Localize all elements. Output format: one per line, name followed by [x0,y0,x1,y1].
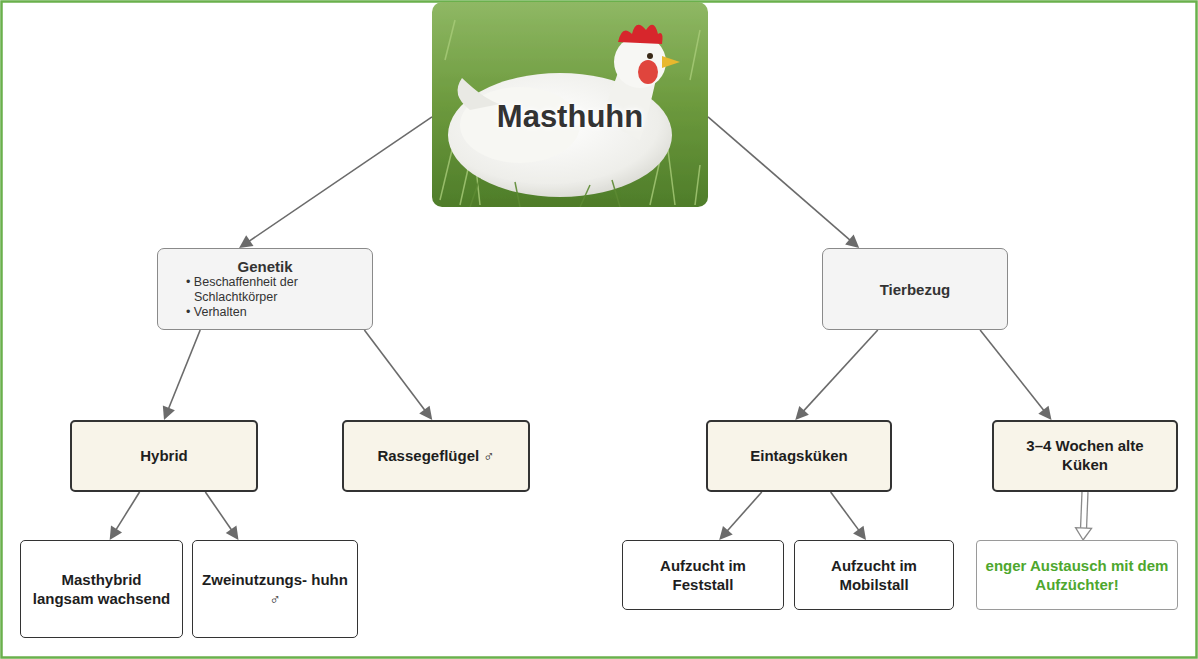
connector-arrow [719,492,762,540]
leaf-box: Zweinutzungs- huhn ♂ [192,540,358,638]
leaf-box: Masthybrid langsam wachsend [20,540,183,638]
connector-arrow [980,330,1051,420]
option-box: Rassegeflügel ♂ [342,420,530,492]
node-label: 3–4 Wochen alte Küken [1004,437,1166,475]
option-box: Hybrid [70,420,258,492]
connector-arrow [364,330,432,420]
node-label: Aufzucht im Feststall [631,556,775,595]
note-box: enger Austausch mit dem Aufzüchter! [976,540,1178,610]
connector-arrow [110,492,140,540]
node-label: Aufzucht im Mobilstall [803,556,945,595]
connector-arrow [239,117,432,248]
node-label: Masthuhn [497,99,643,135]
option-box: 3–4 Wochen alte Küken [992,420,1178,492]
connector-arrow [795,330,878,420]
node-label: Zweinutzungs- huhn ♂ [201,570,349,609]
connector-arrow [1076,492,1092,540]
node-label: Genetik [237,258,292,275]
node-label: Hybrid [140,447,188,466]
node-label: Eintagsküken [750,447,848,466]
bullet-item: • Beschaffenheit der Schlachtkörper [168,275,362,305]
connector-arrow [205,492,238,540]
node-label: Rassegeflügel ♂ [377,447,494,466]
connector-arrow [163,330,200,420]
category-box: Tierbezug [822,248,1008,330]
leaf-box: Aufzucht im Feststall [622,540,784,610]
connector-arrow [708,117,859,248]
node-label: Tierbezug [880,281,951,298]
category-box: Genetik• Beschaffenheit der Schlachtkörp… [157,248,373,330]
photo-box: Masthuhn [432,2,708,207]
leaf-box: Aufzucht im Mobilstall [794,540,954,610]
node-label: Masthybrid langsam wachsend [29,570,174,609]
connector-arrow [831,492,866,540]
bullet-item: • Verhalten [168,305,362,320]
node-label: enger Austausch mit dem Aufzüchter! [985,556,1169,595]
option-box: Eintagsküken [706,420,892,492]
